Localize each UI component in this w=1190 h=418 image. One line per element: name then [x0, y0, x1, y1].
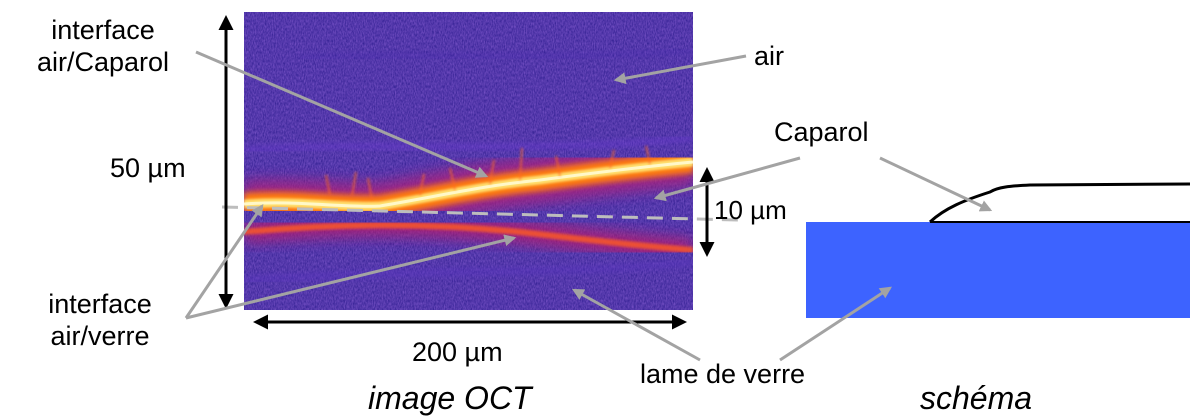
label-interface-air-verre: interface air/verre	[10, 288, 190, 352]
pointer-lame-schema	[779, 286, 893, 362]
label-interface-top-line1: interface	[51, 15, 155, 45]
pointer-lame-oct	[571, 288, 701, 362]
pointer-air	[613, 54, 747, 85]
label-width-200: 200 µm	[412, 337, 503, 367]
pointer-interface-bottom-b	[185, 234, 517, 320]
caption-schema: schéma	[920, 380, 1033, 416]
label-interface-bottom-line2: air/verre	[50, 321, 150, 351]
label-caparol: Caparol	[774, 117, 869, 147]
label-lame-de-verre: lame de verre	[640, 359, 806, 389]
pointer-caparol-oct	[653, 156, 801, 202]
caparol-layer	[928, 182, 1190, 224]
pointer-interface-bottom-a	[184, 204, 264, 319]
label-interface-air-caparol: interface air/Caparol	[8, 14, 198, 78]
label-height-50: 50 µm	[110, 153, 186, 183]
label-interface-bottom-line1: interface	[48, 289, 152, 319]
pointer-interface-top	[195, 50, 489, 178]
caption-image-oct: image OCT	[368, 380, 532, 416]
pointer-caparol-schema	[879, 156, 993, 212]
pointer-lines	[184, 50, 993, 362]
label-interface-top-line2: air/Caparol	[36, 47, 170, 77]
schematic	[806, 182, 1190, 318]
reference-dashed-line	[221, 205, 739, 222]
label-height-10: 10 µm	[714, 195, 787, 225]
label-air: air	[754, 41, 785, 71]
oct-image	[244, 12, 693, 310]
